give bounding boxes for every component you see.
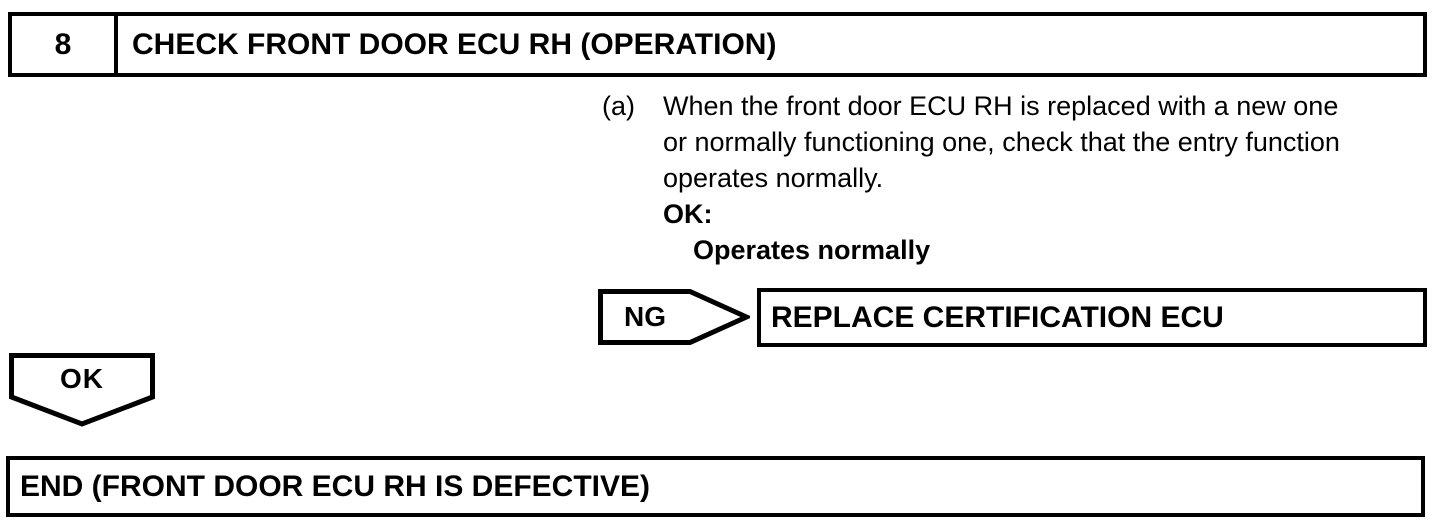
ok-connector: OK	[9, 353, 155, 427]
instruction-marker: (a)	[602, 91, 635, 121]
instruction-text: When the front door ECU RH is replaced w…	[663, 88, 1340, 268]
instruction-line: When the front door ECU RH is replaced w…	[663, 91, 1339, 121]
step-header-box: 8 CHECK FRONT DOOR ECU RH (OPERATION)	[8, 12, 1427, 77]
ng-connector: NG	[598, 289, 750, 345]
ok-criteria-condition: Operates normally	[693, 235, 931, 265]
instruction-line: or normally functioning one, check that …	[663, 127, 1340, 157]
step-title: CHECK FRONT DOOR ECU RH (OPERATION)	[132, 27, 777, 61]
instruction-line: operates normally.	[663, 163, 884, 193]
instruction-block: (a) When the front door ECU RH is replac…	[602, 88, 1448, 268]
ng-connector-label: NG	[624, 301, 666, 332]
step-number: 8	[12, 16, 118, 73]
ng-arrow-icon	[598, 289, 750, 345]
ok-down-arrow-icon	[9, 353, 155, 427]
ng-action-box: REPLACE CERTIFICATION ECU	[757, 288, 1427, 347]
end-box: END (FRONT DOOR ECU RH IS DEFECTIVE)	[6, 456, 1425, 517]
ok-connector-label: OK	[60, 363, 104, 394]
ok-criteria-label: OK:	[663, 199, 713, 229]
